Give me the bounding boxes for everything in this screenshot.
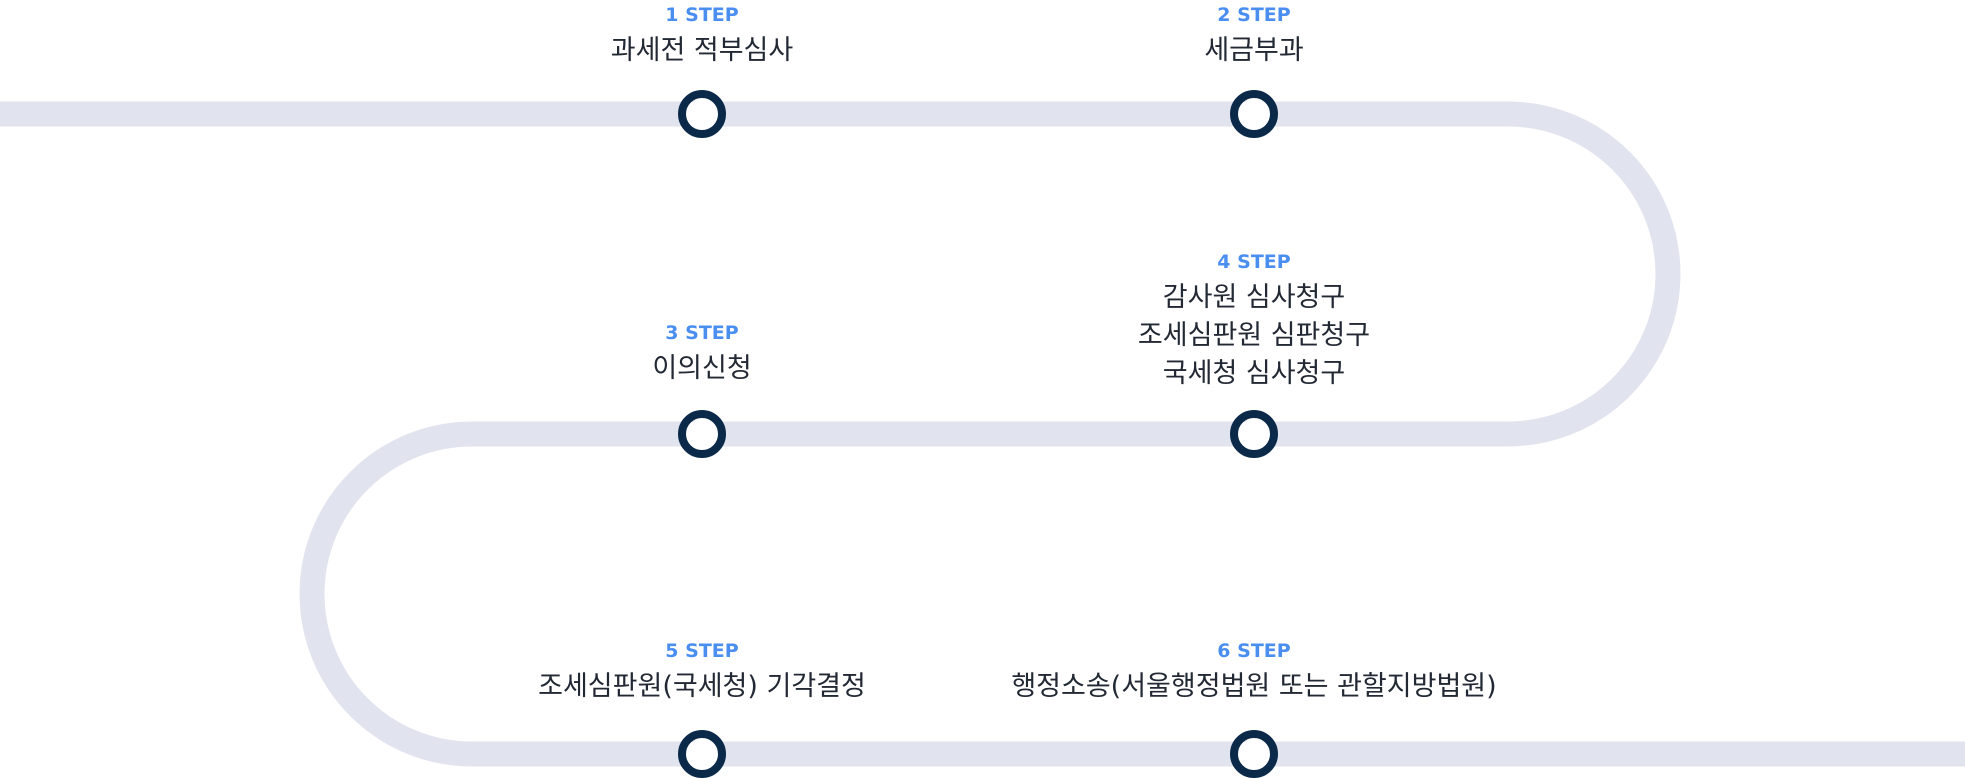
step-number: 2 STEP (1217, 4, 1291, 26)
step-number: 1 STEP (665, 4, 739, 26)
step-1-node (678, 90, 726, 138)
step-2-label: 2 STEP 세금부과 (994, 4, 1514, 70)
step-3-label: 3 STEP 이의신청 (442, 322, 962, 388)
step-number: 5 STEP (665, 640, 739, 662)
step-title: 이의신청 (652, 353, 752, 384)
step-2-node (1230, 90, 1278, 138)
step-3-node (678, 410, 726, 458)
step-number: 6 STEP (1217, 640, 1291, 662)
step-title: 감사원 심사청구 조세심판원 심판청구 국세청 심사청구 (1137, 282, 1371, 389)
step-title: 과세전 적부심사 (610, 35, 794, 66)
process-track (0, 101, 1965, 767)
step-1-label: 1 STEP 과세전 적부심사 (442, 4, 962, 70)
step-6-label: 6 STEP 행정소송(서울행정법원 또는 관할지방법원) (924, 640, 1584, 706)
step-number: 3 STEP (665, 322, 739, 344)
step-4-node (1230, 410, 1278, 458)
step-number: 4 STEP (1217, 251, 1291, 273)
step-5-label: 5 STEP 조세심판원(국세청) 기각결정 (402, 640, 1002, 706)
step-title: 세금부과 (1204, 35, 1304, 66)
step-5-node (678, 730, 726, 778)
step-title: 조세심판원(국세청) 기각결정 (538, 671, 866, 702)
step-title: 행정소송(서울행정법원 또는 관할지방법원) (1011, 671, 1497, 702)
step-4-label: 4 STEP 감사원 심사청구 조세심판원 심판청구 국세청 심사청구 (994, 251, 1514, 393)
step-6-node (1230, 730, 1278, 778)
